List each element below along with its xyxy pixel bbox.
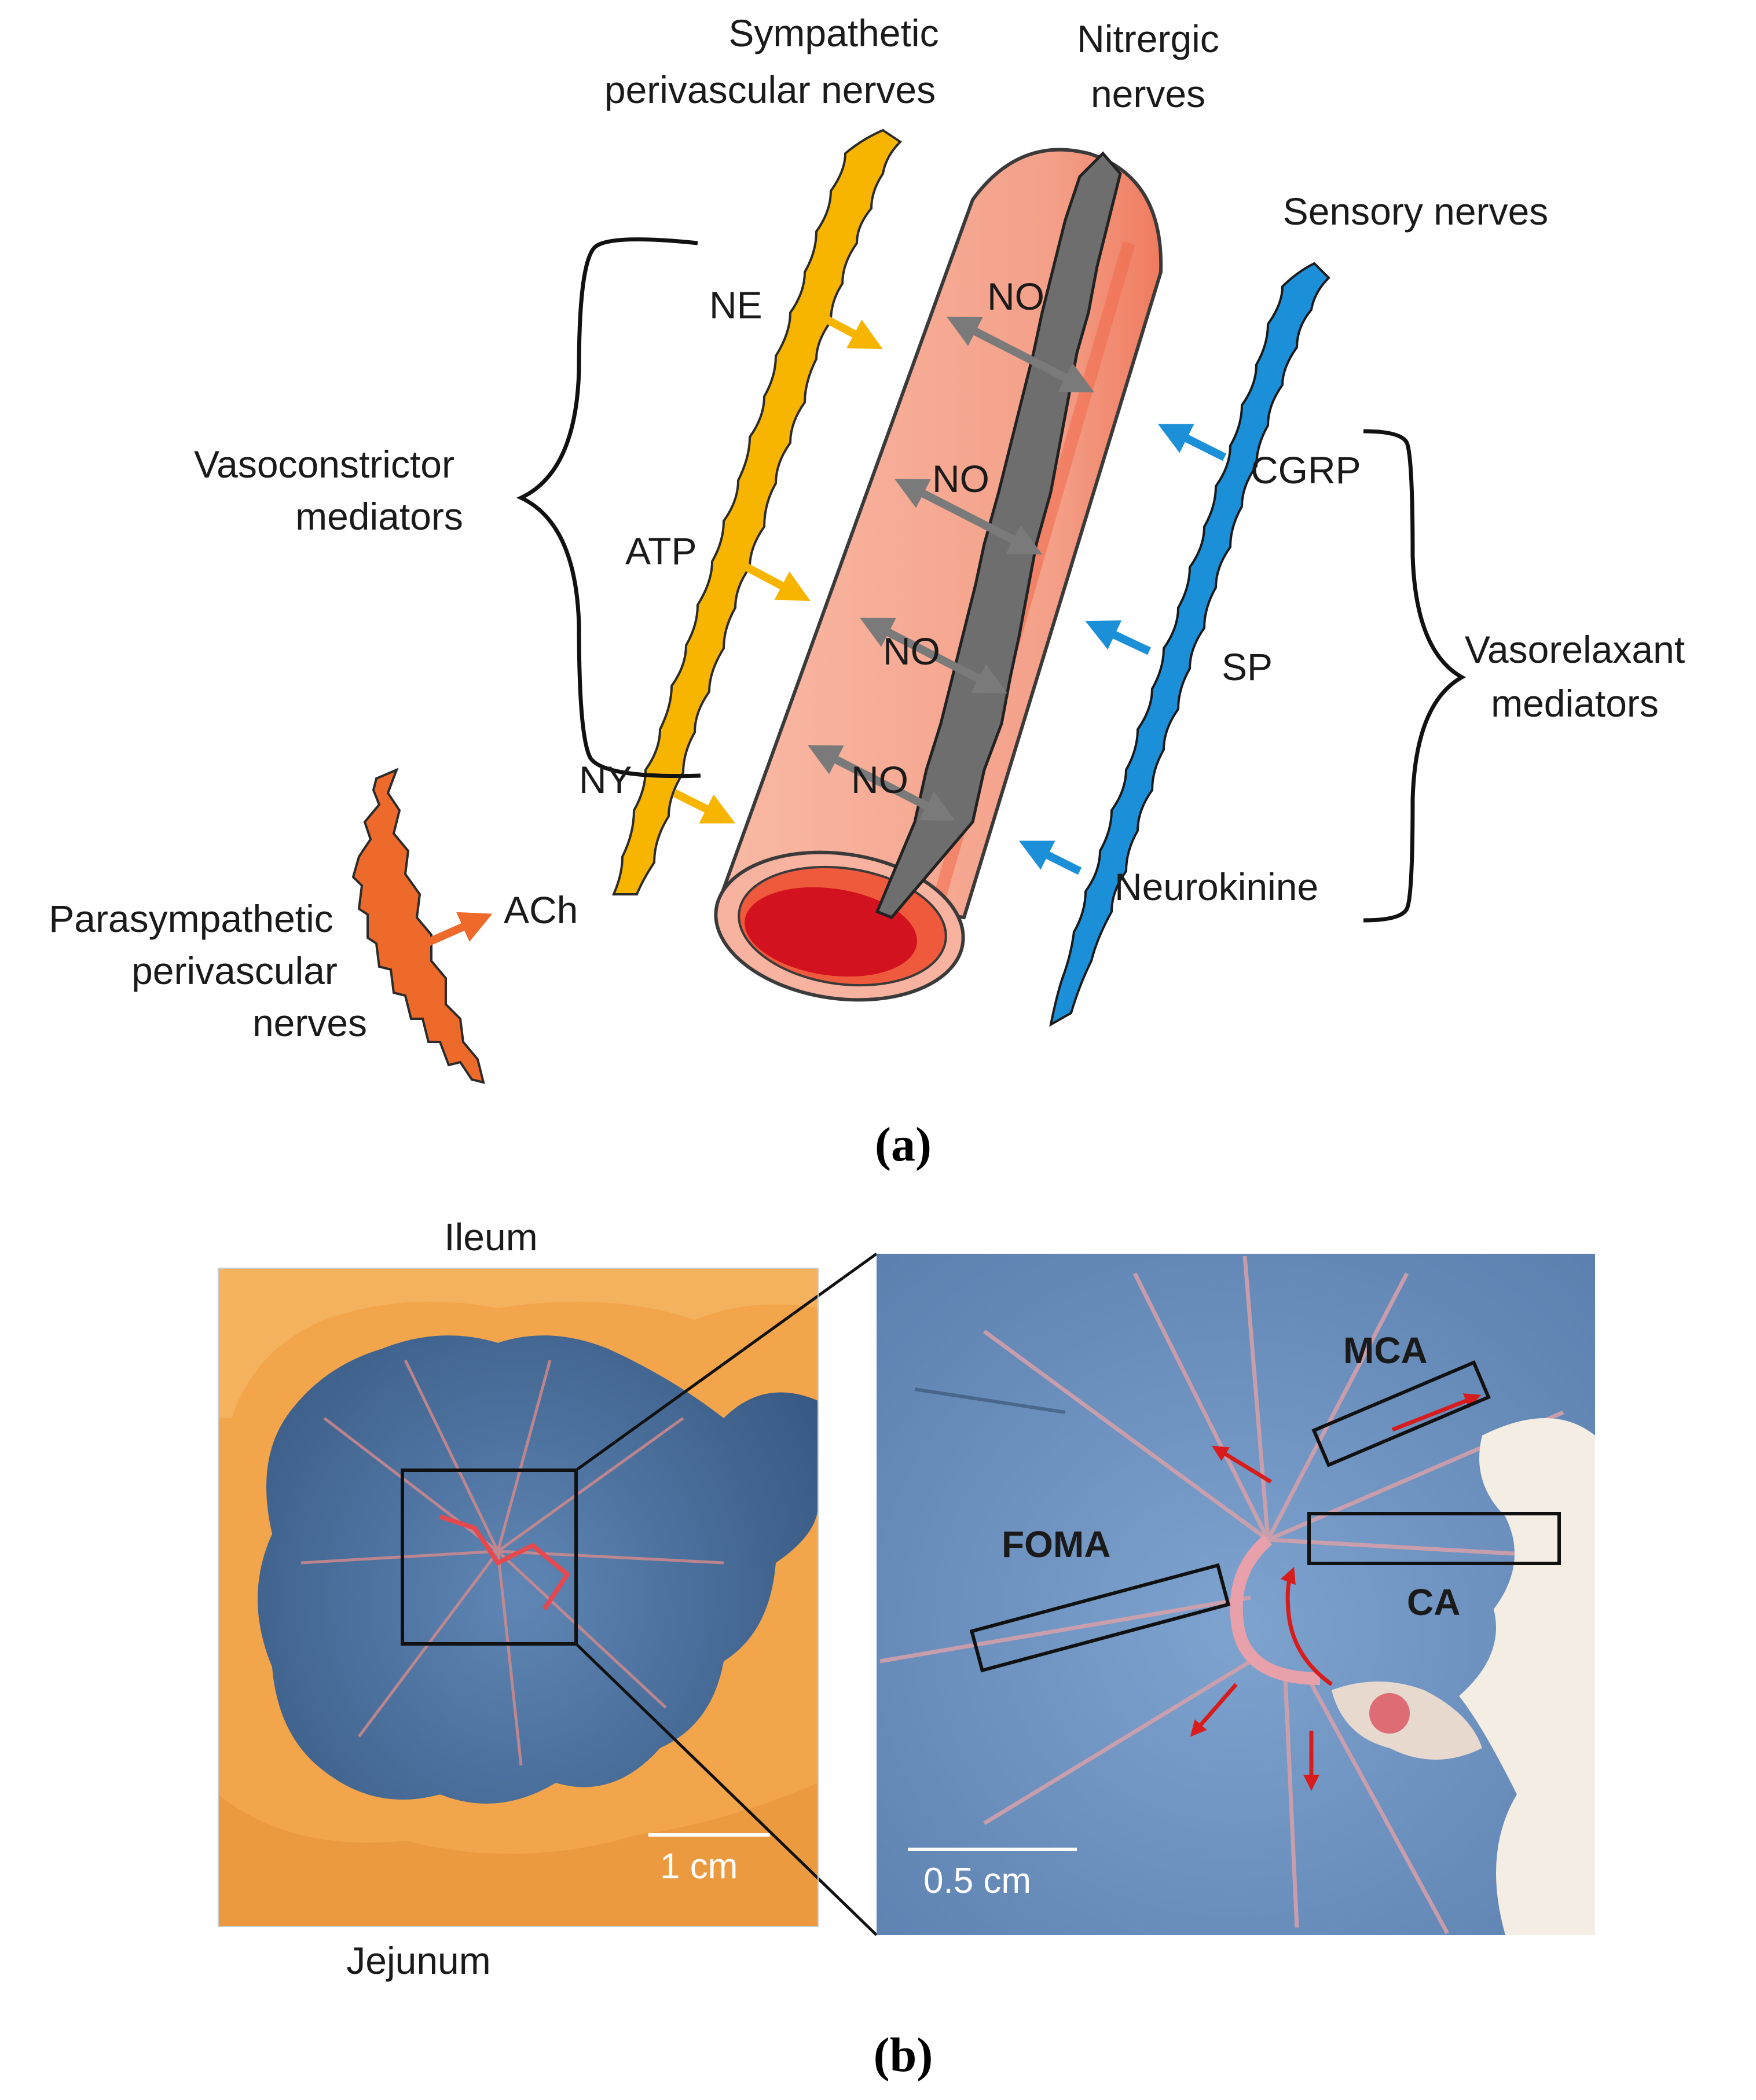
vasorelaxant-label-line2: mediators [1491, 682, 1659, 725]
parasympathetic-nerve [351, 768, 485, 1084]
vasoconstrictor-label-line1: Vasoconstrictor [194, 443, 454, 486]
flow-arrow-down-left [1190, 1683, 1238, 1737]
ne-arrow [817, 311, 883, 350]
sp-label: SP [1222, 645, 1273, 688]
sp-arrow [1085, 620, 1151, 655]
parasympathetic-label-line1: Parasympathetic [49, 897, 333, 940]
sympathetic-label-line1: Sympathetic [728, 12, 939, 54]
nitrergic-label-line2: nerves [1091, 72, 1205, 115]
atp-label: ATP [625, 530, 696, 572]
ach-arrow [424, 912, 493, 948]
intestine-photo: 1 cm [218, 1268, 818, 1926]
neurokinine-arrow [1018, 840, 1082, 875]
cgrp-label: CGRP [1251, 449, 1361, 491]
panel-a: Sympathetic perivascular nerves Nitrergi… [49, 12, 1685, 1172]
nitrergic-label-line1: Nitrergic [1077, 17, 1219, 60]
no-arrow-3 [860, 618, 1007, 693]
ny-label: NY [579, 758, 632, 801]
sensory-label: Sensory nerves [1283, 190, 1549, 233]
scale-label-right: 0.5 cm [923, 1861, 1031, 1901]
panel-b-label: (b) [874, 2028, 933, 2082]
no-label-3: NO [883, 630, 940, 673]
sensory-nerve [1049, 262, 1330, 1027]
jejunum-label: Jejunum [346, 1939, 490, 1982]
zoom-region-box [401, 1468, 578, 1646]
atp-arrow [745, 563, 811, 601]
cgrp-arrow [1157, 424, 1227, 461]
parasympathetic-label-line2: perivascular [131, 949, 338, 992]
mesentery-zoom-photo: MCA CA FOMA 0.5 cm [877, 1254, 1595, 1935]
mca-box [1311, 1360, 1491, 1467]
flow-arrow-curve [1280, 1566, 1333, 1686]
ileum-label: Ileum [444, 1216, 537, 1258]
scale-label-left: 1 cm [660, 1846, 738, 1886]
no-arrow-4 [808, 745, 955, 821]
neurokinine-label: Neurokinine [1115, 865, 1318, 908]
ca-label: CA [1407, 1581, 1460, 1623]
vasoconstrictor-label-line2: mediators [295, 495, 463, 538]
vasorelaxant-label-line1: Vasorelaxant [1465, 628, 1685, 671]
zoom-line-top [575, 1252, 878, 1472]
no-arrow-2 [895, 479, 1042, 555]
panel-a-label: (a) [875, 1118, 932, 1172]
ne-label: NE [709, 284, 762, 326]
ny-arrow [672, 789, 736, 824]
foma-label: FOMA [1002, 1523, 1110, 1565]
foma-box [969, 1563, 1231, 1673]
no-arrow-1 [947, 317, 1094, 392]
parasympathetic-label-line3: nerves [252, 1001, 367, 1044]
sympathetic-label-line2: perivascular nerves [604, 68, 936, 111]
flow-arrow-up-left [1212, 1445, 1272, 1484]
no-label-1: NO [987, 275, 1044, 318]
zoom-line-bottom [575, 1643, 878, 1936]
panel-b: Ileum Jejunum 1 cm [218, 1216, 1595, 2082]
flow-arrow-mca [1391, 1393, 1482, 1432]
ach-label: ACh [504, 889, 578, 931]
mca-label: MCA [1343, 1330, 1428, 1371]
vasoconstrictor-brace [516, 237, 701, 779]
ca-box [1307, 1512, 1561, 1565]
no-label-4: NO [851, 758, 908, 801]
vasorelaxant-brace [1363, 429, 1467, 923]
no-label-2: NO [932, 457, 989, 500]
